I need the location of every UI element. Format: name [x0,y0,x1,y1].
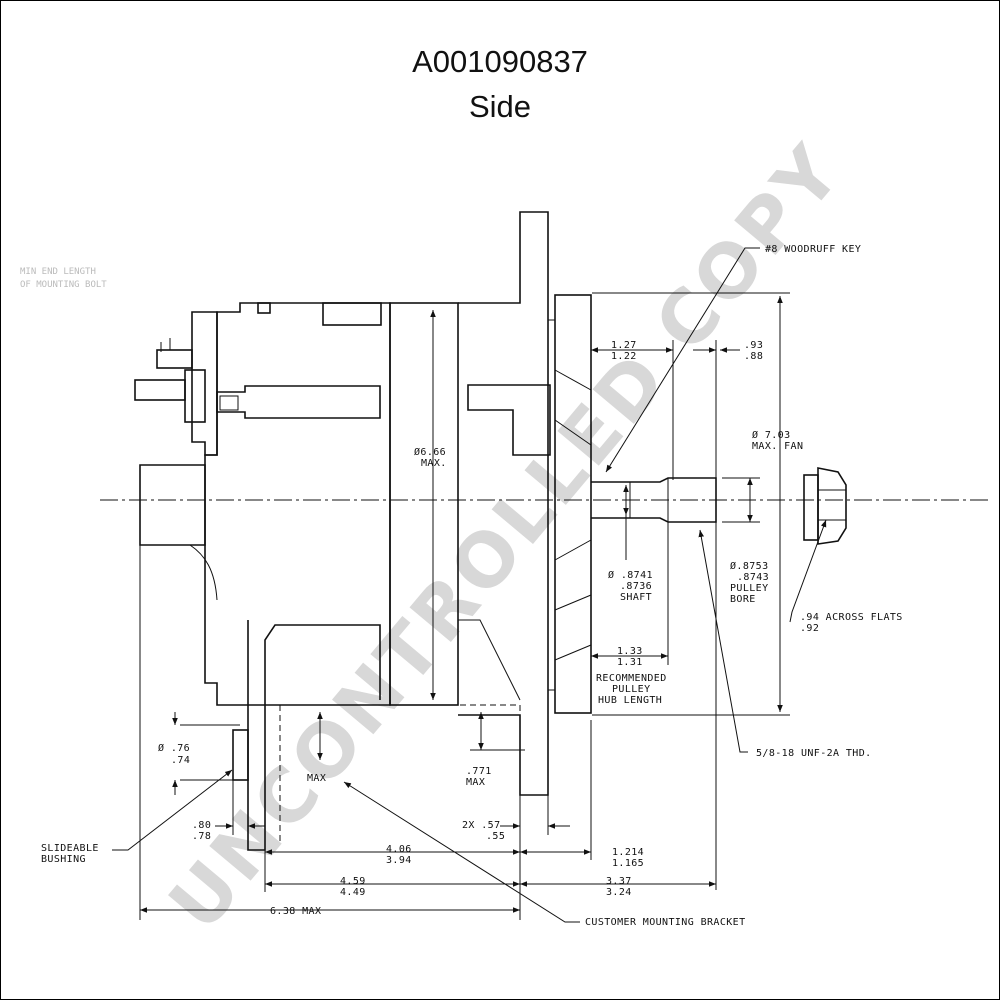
dim-127-top: 1.27 [611,340,637,351]
shaft-dia-1: Ø .8741 [608,569,653,581]
dim-80-top: .80 [192,820,211,831]
fan-dia-bot: MAX. FAN [752,441,803,452]
overall-length-label: 6.38 MAX [270,906,321,917]
hub-note-3: HUB LENGTH [598,695,662,706]
dim-57-bot: .55 [486,831,505,842]
bore-dia-3: PULLEY [730,583,769,594]
across-flats-2: .92 [800,623,819,634]
dim-459-top: 4.59 [340,876,366,887]
slideable-label-2: BUSHING [41,854,86,865]
hub-len-top: 1.33 [617,646,643,657]
mounting-bracket-label: CUSTOMER MOUNTING BRACKET [585,917,746,928]
faint-note-1: MIN END LENGTH [20,267,96,277]
dim-53-max: MAX [307,773,326,784]
drawing-title: A001090837 [412,44,588,79]
hub-note-2: PULLEY [612,684,651,695]
dim-771-bot: MAX [466,777,485,788]
faint-note-2: OF MOUNTING BOLT [20,280,107,290]
dimension-labels: #8 WOODRUFF KEY 1.27 1.22 .93 .88 Ø 7.03… [41,244,903,928]
dim-771-top: .771 [466,766,492,777]
dim-459-bot: 4.49 [340,887,366,898]
dim-406-top: 4.06 [386,844,412,855]
dim-406-bot: 3.94 [386,855,412,866]
across-flats-1: .94 ACROSS FLATS [800,612,903,623]
shaft-dia-2: .8736 [620,581,652,592]
dim-1214-top: 1.214 [612,847,644,858]
dim-127-bot: 1.22 [611,351,637,362]
body-dia-bot: MAX. [421,458,447,469]
shaft-dia-3: SHAFT [620,592,652,603]
dim-80-bot: .78 [192,831,211,842]
fan-dia-top: Ø 7.03 [752,429,791,441]
dimension-lines [112,247,827,923]
dim-337-top: 3.37 [606,876,632,887]
bore-dia-1: Ø.8753 [730,560,769,572]
dim-337-bot: 3.24 [606,887,632,898]
bore-dia-4: BORE [730,594,756,605]
thread-label: 5/8-18 UNF-2A THD. [756,748,872,759]
dim-93-top: .93 [744,340,763,351]
hub-len-bot: 1.31 [617,657,643,668]
dim-93-bot: .88 [744,351,763,362]
bushing-dia-top: Ø .76 [158,742,190,754]
slideable-label-1: SLIDEABLE [41,843,99,854]
bore-dia-2: .8743 [737,572,769,583]
body-dia-top: Ø6.66 [414,446,446,458]
alternator-outline [134,211,847,920]
bushing-dia-bot: .74 [171,755,190,766]
dim-1214-bot: 1.165 [612,858,644,869]
hub-note-1: RECOMMENDED [596,673,667,684]
woodruff-key-label: #8 WOODRUFF KEY [765,244,861,255]
view-subtitle: Side [468,89,532,124]
uncontrolled-copy-watermark: UNCONTROLLED COPY [153,128,859,947]
dim-57-top: 2X .57 [462,820,501,831]
